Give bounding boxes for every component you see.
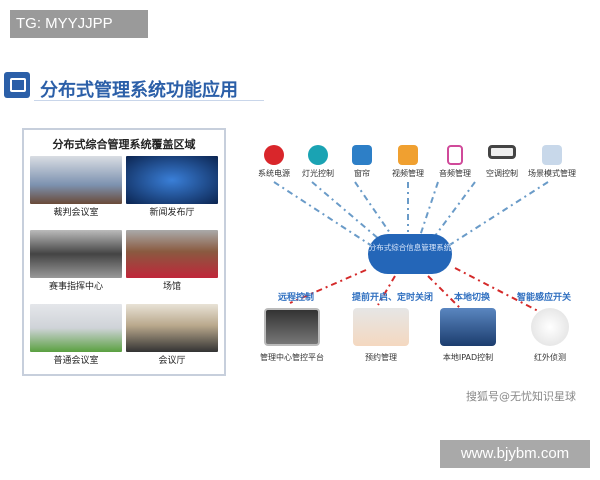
item-label: 本地IPAD控制 <box>442 353 494 362</box>
item-label: 场景模式管理 <box>528 169 576 178</box>
phone-icon <box>353 308 409 346</box>
panel-title: 分布式综合管理系统覆盖区域 <box>52 138 196 151</box>
air-conditioner-icon <box>488 145 516 159</box>
item-label: 视频管理 <box>392 169 424 178</box>
area-cell: 赛事指挥中心 <box>30 230 122 292</box>
top-item-video: 视频管理 <box>373 145 443 179</box>
top-item-scene: 场景模式管理 <box>517 145 587 179</box>
area-cell: 会议厅 <box>126 304 218 366</box>
link-schedule: 提前开启、定时关闭 <box>352 293 434 303</box>
item-label: 音频管理 <box>439 169 471 178</box>
curtain-icon <box>352 145 372 165</box>
lightbulb-icon <box>308 145 328 165</box>
monitor-icon <box>264 308 320 346</box>
item-label: 空调控制 <box>486 169 518 178</box>
tablet-icon <box>440 308 496 346</box>
item-label: 系统电源 <box>258 169 290 178</box>
title-divider <box>34 100 264 101</box>
area-label: 普通会议室 <box>53 356 99 366</box>
item-label: 红外侦测 <box>534 353 566 362</box>
center-system-cloud: 分布式综合信息管理系统 <box>368 234 452 274</box>
area-label: 会议厅 <box>158 356 186 366</box>
bottom-item-platform: 管理中心管控平台 <box>247 308 337 363</box>
area-cell: 场馆 <box>126 230 218 292</box>
area-image <box>126 230 218 278</box>
link-local: 本地切换 <box>454 293 491 303</box>
area-image <box>30 156 122 204</box>
item-label: 管理中心管控平台 <box>260 353 324 362</box>
area-image <box>30 304 122 352</box>
site-watermark: www.bjybm.com <box>440 440 590 468</box>
audio-file-icon <box>447 145 463 165</box>
video-icon <box>398 145 418 165</box>
bottom-item-infrared: 红外侦测 <box>505 308 595 363</box>
item-label: 预约管理 <box>365 353 397 362</box>
tg-watermark: TG: MYYJJPP <box>10 10 148 38</box>
top-item-audio: 音频管理 <box>420 145 490 179</box>
chat-icon <box>4 72 30 98</box>
coverage-panel: 分布式综合管理系统覆盖区域 裁判会议室 新闻发布厅 赛事指挥中心 场馆 普通会议… <box>22 128 226 376</box>
infrared-sensor-icon <box>531 308 569 346</box>
item-label: 窗帘 <box>354 169 370 178</box>
area-label: 赛事指挥中心 <box>48 282 103 292</box>
area-image <box>126 304 218 352</box>
area-image <box>126 156 218 204</box>
scene-icon <box>542 145 562 165</box>
bottom-item-booking: 预约管理 <box>336 308 426 363</box>
top-item-ac: 空调控制 <box>467 145 537 179</box>
sohu-watermark: 搜狐号@无忧知识星球 <box>466 390 576 403</box>
area-label: 裁判会议室 <box>53 208 99 218</box>
top-item-curtain: 窗帘 <box>327 145 397 179</box>
area-image <box>30 230 122 278</box>
area-cell: 普通会议室 <box>30 304 122 366</box>
item-label: 灯光控制 <box>302 169 334 178</box>
area-label: 新闻发布厅 <box>149 208 195 218</box>
power-icon <box>264 145 284 165</box>
area-cell: 新闻发布厅 <box>126 156 218 218</box>
top-item-light: 灯光控制 <box>283 145 353 179</box>
area-label: 场馆 <box>162 282 181 292</box>
page-title: 分布式管理系统功能应用 <box>40 80 238 101</box>
link-remote: 远程控制 <box>278 293 315 303</box>
link-sensor: 智能感应开关 <box>517 293 572 303</box>
top-item-power: 系统电源 <box>239 145 309 179</box>
area-cell: 裁判会议室 <box>30 156 122 218</box>
bottom-item-ipad: 本地IPAD控制 <box>423 308 513 363</box>
